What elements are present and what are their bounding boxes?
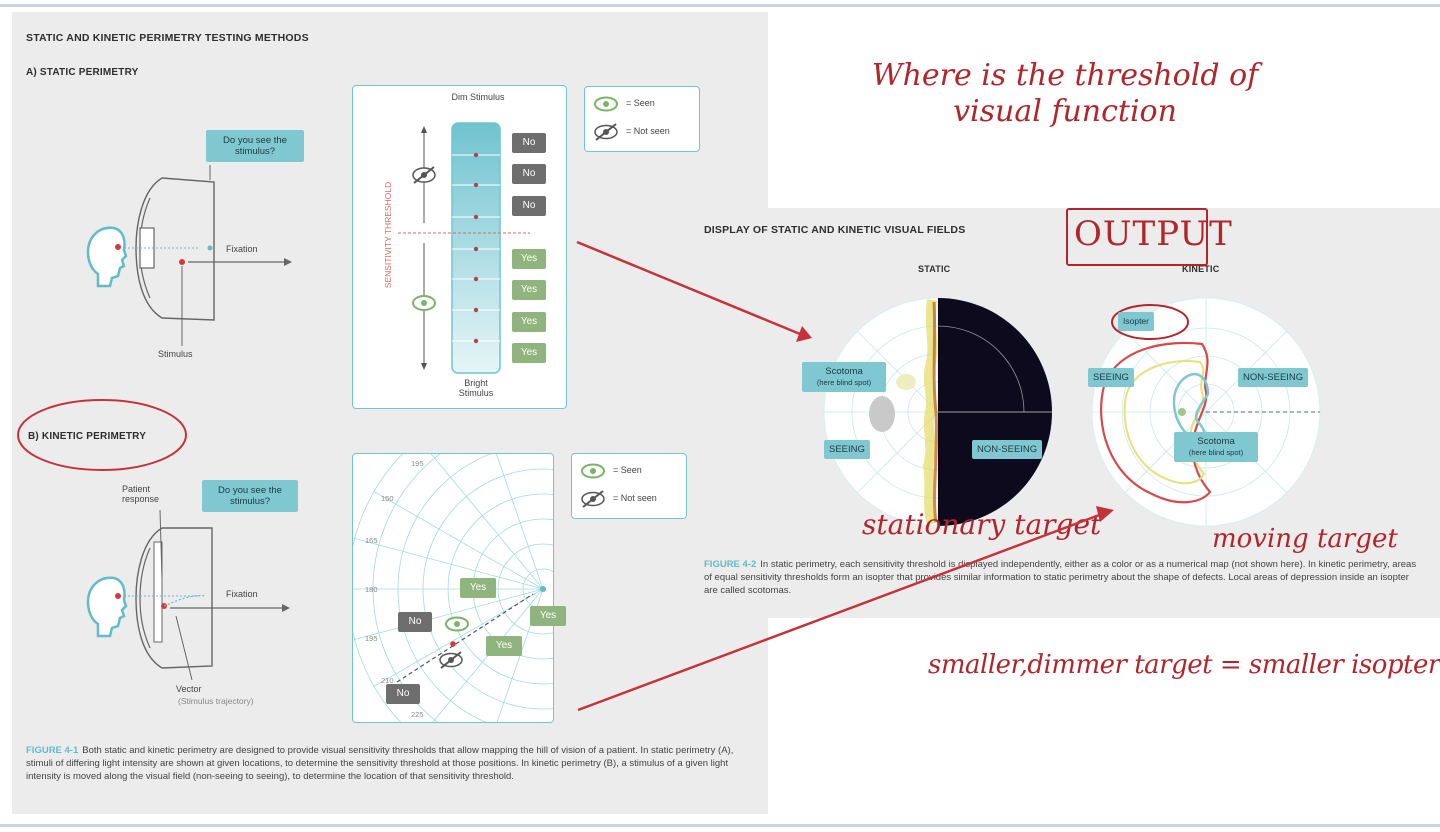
angle-label-5: 195: [365, 634, 378, 643]
fixation-label-b: Fixation: [226, 589, 258, 599]
legend-seen-b: = Seen: [613, 465, 642, 475]
angle-label-6: 210: [381, 676, 394, 685]
angle-label-7: 225: [411, 710, 424, 719]
not-seen-icon: [581, 490, 605, 508]
top-rule: [0, 4, 1440, 7]
legend-seen-a: = Seen: [626, 98, 655, 108]
left-figure-title: STATIC AND KINETIC PERIMETRY TESTING MET…: [26, 32, 309, 44]
yes-tag-4: Yes: [512, 343, 546, 363]
non-seeing-tag-static: NON-SEEING: [972, 440, 1043, 459]
section-a-label: A) STATIC PERIMETRY: [26, 67, 139, 78]
angle-label-3: 165: [365, 536, 378, 545]
dim-stimulus-label: Dim Stimulus: [451, 92, 505, 102]
output-box: [1066, 208, 1208, 266]
question-callout-a: Do you see the stimulus?: [206, 130, 304, 162]
scotoma-label: Scotoma: [825, 366, 863, 377]
not-seen-icon: [412, 166, 436, 184]
angle-label-4: 180: [365, 585, 378, 594]
angle-label-1: 195: [411, 459, 424, 468]
moving-target-note: moving target: [1212, 524, 1398, 554]
not-seen-icon: [439, 651, 463, 669]
legend-icons-b: [581, 463, 605, 508]
legend-not-seen-a: = Not seen: [626, 126, 670, 136]
kinetic-yes-tag-2: Yes: [530, 606, 566, 626]
scotoma-tag-static: Scotoma(here blind spot): [802, 362, 886, 392]
question-callout-b: Do you see the stimulus?: [202, 480, 298, 512]
kinetic-no-tag-2: No: [386, 684, 420, 704]
legend-not-seen-b: = Not seen: [613, 493, 657, 503]
static-visual-field: [823, 297, 1053, 527]
isopter-tag: Isopter: [1118, 312, 1154, 331]
threshold-note-text: Where is the threshold of visual functio…: [871, 58, 1259, 129]
figure-4-2-text: In static perimetry, each sensitivity th…: [704, 559, 1417, 596]
yes-tag-2: Yes: [512, 280, 546, 300]
section-b-label: B) KINETIC PERIMETRY: [28, 431, 147, 442]
seen-icon: [594, 96, 618, 112]
seeing-tag-static: SEEING: [824, 440, 870, 459]
threshold-note: Where is the threshold of visual functio…: [830, 58, 1300, 130]
fixation-label-a: Fixation: [226, 244, 258, 254]
non-seeing-tag-kinetic: NON-SEEING: [1238, 368, 1309, 387]
smaller-isopter-note: smaller,dimmer target = smaller isopter: [928, 650, 1440, 680]
no-tag-1: No: [512, 133, 546, 153]
isopter-circle-annotation: [1111, 304, 1189, 340]
seen-icon: [412, 295, 436, 311]
static-perimetry-schematic: [86, 165, 292, 346]
figure-4-2-number: FIGURE 4-2: [704, 559, 757, 570]
scotoma-tag-kinetic: Scotoma(here blind spot): [1174, 432, 1258, 462]
stationary-target-note: stationary target: [862, 508, 1102, 541]
polar-grid: [353, 454, 553, 722]
yes-tag-3: Yes: [512, 312, 546, 332]
right-figure-title: DISPLAY OF STATIC AND KINETIC VISUAL FIE…: [704, 224, 966, 236]
yes-tag-1: Yes: [512, 249, 546, 269]
scotoma-sub-label-kinetic: (here blind spot): [1188, 448, 1244, 457]
kinetic-heading: KINETIC: [1182, 264, 1220, 274]
bottom-rule: [0, 824, 1440, 827]
scotoma-label-kinetic: Scotoma: [1197, 436, 1235, 447]
seen-icon: [445, 616, 469, 632]
angle-label-2: 150: [381, 494, 394, 503]
stimulus-label: Stimulus: [158, 349, 193, 359]
intensity-ladder: [398, 122, 530, 374]
no-tag-3: No: [512, 196, 546, 216]
seeing-tag-kinetic: SEEING: [1088, 368, 1134, 387]
kinetic-perimetry-schematic: [86, 509, 290, 681]
kinetic-no-tag-1: No: [398, 612, 432, 632]
kinetic-yes-tag-3: Yes: [486, 636, 522, 656]
kinetic-polar-box: 195 150 165 180 195 210 225: [352, 453, 554, 723]
kinetic-visual-field: [1091, 297, 1321, 527]
vector-sub-label: (Stimulus trajectory): [178, 696, 254, 706]
static-heading: STATIC: [918, 264, 951, 274]
figure-4-1-text: Both static and kinetic perimetry are de…: [26, 745, 734, 782]
seen-icon: [581, 463, 605, 479]
output-note: OUTPUT: [1074, 214, 1233, 254]
vector-label: Vector: [176, 684, 202, 694]
legend-icons-a: [594, 96, 618, 141]
scotoma-sub-label: (here blind spot): [816, 378, 872, 387]
patient-response-label: Patient response: [122, 484, 160, 504]
bright-stimulus-label: Bright Stimulus: [458, 378, 494, 398]
no-tag-2: No: [512, 164, 546, 184]
not-seen-icon: [594, 123, 618, 141]
kinetic-yes-tag-1: Yes: [460, 578, 496, 598]
kinetic-circle-annotation: [17, 399, 187, 471]
figure-4-1-number: FIGURE 4-1: [26, 745, 79, 756]
